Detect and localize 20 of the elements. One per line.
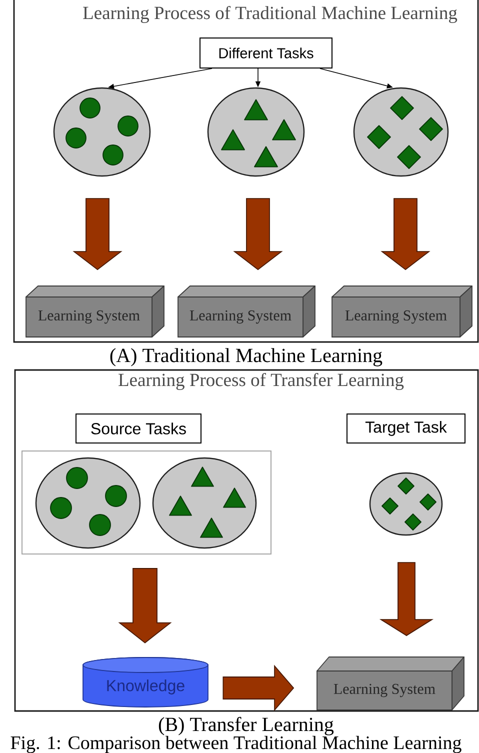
block-arrow: [233, 198, 283, 270]
block-arrow: [118, 568, 172, 644]
label-box: Target Task: [346, 414, 466, 444]
block-arrow: [380, 198, 430, 270]
block-arrow: [72, 198, 122, 270]
cuboid: Learning System: [26, 286, 164, 338]
group-box: [22, 450, 272, 554]
cuboid: Learning System: [332, 286, 472, 338]
label-box: Different Tasks: [200, 38, 332, 68]
cuboid: Learning System: [178, 286, 316, 338]
database-cylinder: Knowledge: [82, 657, 208, 708]
figure-caption: Fig. 1: Comparison between Traditional Machine Learning: [10, 736, 462, 753]
label-box: Source Tasks: [76, 414, 202, 444]
block-arrow: [222, 664, 294, 712]
cuboid: Learning System: [316, 656, 464, 710]
panel-caption: (A) Traditional Machine Learning: [110, 348, 382, 366]
panel-caption: (B) Transfer Learning: [158, 716, 334, 736]
block-arrow: [379, 562, 434, 636]
panel-title: Learning Process of Traditional Machine Learning: [83, 6, 458, 23]
panel-title: Learning Process of Transfer Learning: [118, 372, 404, 390]
